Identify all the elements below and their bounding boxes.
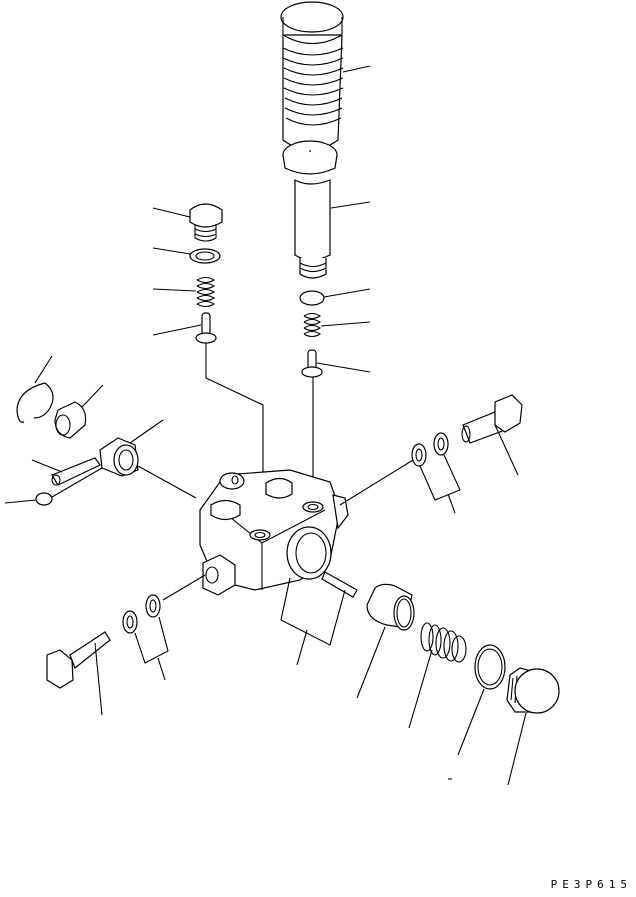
screw-plug (507, 668, 559, 785)
pump-body (200, 470, 348, 595)
roller (55, 385, 103, 438)
spring-left (153, 278, 214, 307)
washers-right (340, 433, 460, 513)
piston (357, 584, 414, 698)
tappet (100, 420, 196, 498)
rubber-cap (281, 2, 370, 150)
washers-left (123, 575, 205, 680)
push-rod (5, 468, 102, 505)
oring-right (300, 289, 370, 305)
valve-left (153, 313, 263, 530)
plug-left (153, 204, 222, 241)
eye-bolt-right (462, 395, 522, 475)
eye-bolt-left (47, 632, 110, 715)
priming-pump (283, 141, 370, 278)
drawing-code: PE3P615 (550, 878, 632, 891)
piston-pin (281, 572, 357, 665)
gasket-left (153, 248, 220, 263)
spring-right (304, 314, 370, 337)
plug-gasket (458, 645, 505, 755)
snap-ring (17, 356, 53, 422)
piston-spring (409, 623, 466, 728)
pin (32, 458, 100, 485)
